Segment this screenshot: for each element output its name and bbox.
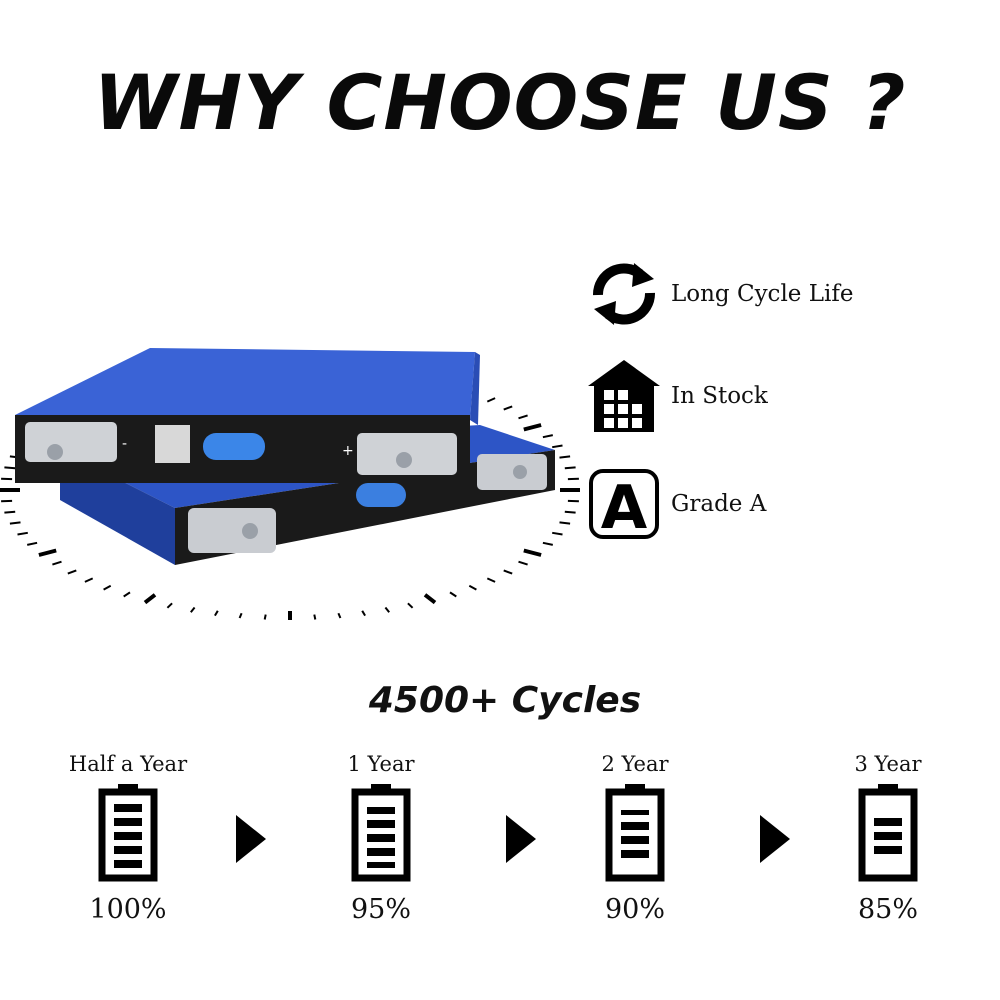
cycles-title: 4500+ Cycles: [368, 680, 642, 721]
page-title: WHY CHOOSE US ?: [93, 58, 907, 147]
dial-tick: [486, 397, 496, 403]
feature-label: In Stock: [671, 383, 768, 409]
play-arrow-icon: [236, 815, 266, 863]
dial-tick: [449, 591, 457, 598]
dial-tick: [486, 577, 496, 583]
play-arrow-icon: [760, 815, 790, 863]
battery-icon: [605, 784, 665, 882]
stage-label: 2 Year: [601, 752, 669, 776]
feature-label: Grade A: [671, 491, 767, 517]
battery-illustration: - +: [0, 348, 580, 620]
stage-percent: 95%: [350, 894, 411, 925]
dial-tick: [407, 602, 414, 609]
warehouse-icon: [585, 360, 663, 432]
dial-tick: [238, 612, 243, 619]
stage-3-year: 3 Year 85%: [803, 752, 973, 925]
feature-grade-a: A Grade A: [585, 468, 766, 540]
dial-tick: [384, 606, 390, 613]
dial-tick: [214, 610, 219, 617]
svg-text:-: -: [122, 436, 127, 452]
svg-text:+: +: [342, 443, 354, 459]
dial-tick: [123, 591, 131, 598]
dial-tick: [143, 593, 157, 605]
dial-tick: [337, 612, 342, 619]
dial-tick: [103, 584, 112, 591]
grade-a-icon: A: [585, 468, 663, 540]
dial-tick: [4, 510, 16, 514]
svg-text:A: A: [601, 473, 648, 540]
dial-tick: [564, 510, 576, 514]
dial-tick: [552, 531, 563, 536]
dial-tick: [523, 423, 542, 432]
stage-percent: 85%: [857, 894, 918, 925]
dial-tick: [503, 405, 513, 411]
feature-label: Long Cycle Life: [671, 281, 854, 307]
stage-half-a-year: Half a Year 100%: [43, 752, 213, 925]
battery-cell-front: - +: [15, 348, 480, 483]
dial-tick: [542, 541, 554, 546]
dial-tick: [67, 569, 77, 575]
dial-tick: [468, 584, 477, 591]
dial-tick: [564, 466, 576, 470]
stage-2-year: 2 Year 90%: [550, 752, 720, 925]
dial-tick: [9, 521, 21, 525]
battery-icon: [858, 784, 918, 882]
dial-tick: [17, 531, 28, 536]
dial-tick: [542, 434, 554, 439]
cycle-arrows-icon: [585, 258, 663, 330]
stage-label: Half a Year: [68, 752, 188, 776]
battery-icon: [98, 784, 158, 882]
battery-icon: [351, 784, 411, 882]
dial-tick: [559, 455, 571, 459]
dial-tick: [503, 569, 513, 575]
stage-percent: 90%: [604, 894, 665, 925]
dial-tick: [263, 614, 267, 620]
stage-label: 1 Year: [347, 752, 415, 776]
dial-tick: [518, 560, 528, 566]
dial-tick: [84, 577, 94, 583]
dial-tick: [523, 548, 542, 557]
battery-cells-image: - +: [0, 330, 600, 630]
stage-1-year: 1 Year 95%: [296, 752, 466, 925]
dial-tick: [552, 444, 563, 449]
feature-long-cycle-life: Long Cycle Life: [585, 258, 853, 330]
dial-tick: [313, 614, 317, 620]
dial-tick: [52, 560, 62, 566]
dial-tick: [518, 414, 528, 420]
dial-tick: [26, 541, 38, 546]
dial-tick: [423, 593, 437, 605]
dial-tick: [4, 466, 16, 470]
dial-tick: [38, 548, 57, 557]
play-arrow-icon: [506, 815, 536, 863]
dial-tick: [559, 521, 571, 525]
dial-tick: [166, 602, 173, 609]
dial-tick: [190, 606, 196, 613]
stage-label: 3 Year: [854, 752, 922, 776]
dial-tick: [361, 610, 366, 617]
feature-in-stock: In Stock: [585, 360, 768, 432]
stage-percent: 100%: [89, 894, 167, 925]
